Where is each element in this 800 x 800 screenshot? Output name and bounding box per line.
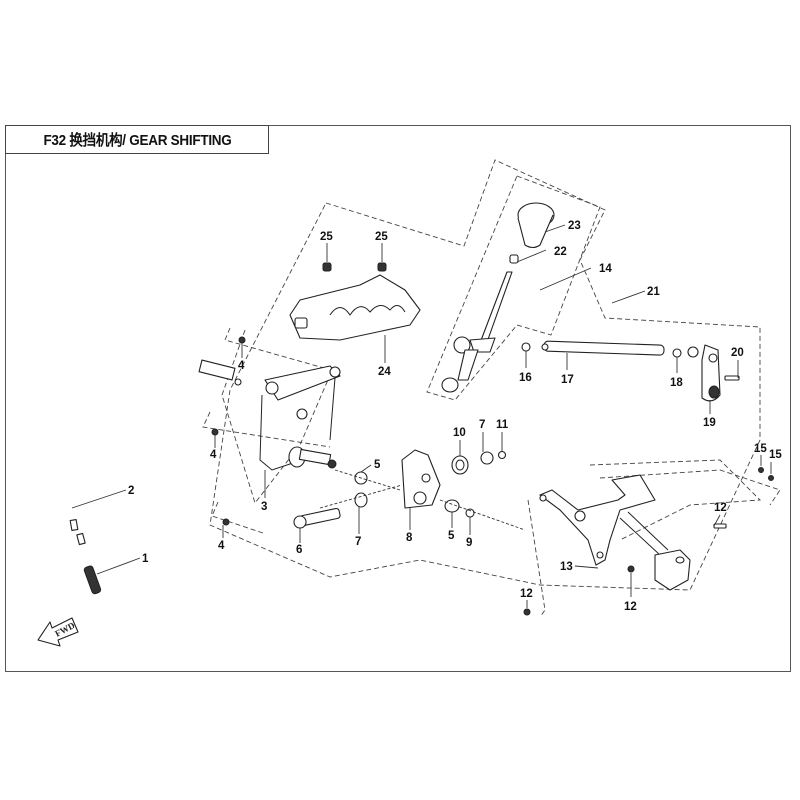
callout-23: 23 bbox=[568, 220, 581, 232]
callout-8: 8 bbox=[406, 532, 413, 544]
group-outline-14 bbox=[426, 175, 601, 401]
page-title: F32 换挡机构/ GEAR SHIFTING bbox=[42, 132, 232, 149]
callouts: 1 2 3 4 4 4 5 5 6 7 7 8 9 10 11 12 12 12… bbox=[128, 220, 782, 613]
shift-cable bbox=[65, 359, 242, 546]
callout-10: 10 bbox=[453, 427, 466, 439]
page-title-box: F32 换挡机构/ GEAR SHIFTING bbox=[5, 125, 269, 154]
callout-12b: 12 bbox=[520, 588, 533, 600]
callout-9: 9 bbox=[466, 537, 472, 549]
callout-16: 16 bbox=[519, 372, 532, 384]
callout-13: 13 bbox=[560, 561, 573, 573]
callout-4a: 4 bbox=[238, 360, 245, 372]
knob-adapter bbox=[509, 254, 519, 264]
bolt-12c bbox=[627, 565, 635, 573]
callout-5b: 5 bbox=[448, 530, 455, 542]
callout-15b: 15 bbox=[769, 449, 782, 461]
nut-16 bbox=[521, 342, 531, 352]
shift-bracket-assembly bbox=[259, 365, 341, 471]
callout-12c: 12 bbox=[624, 601, 637, 613]
callout-11: 11 bbox=[496, 419, 509, 431]
shift-gate-cover bbox=[289, 274, 421, 341]
callout-19: 19 bbox=[703, 417, 716, 429]
assembly-axis-line bbox=[439, 499, 526, 531]
pin-6 bbox=[293, 507, 341, 529]
callout-15a: 15 bbox=[754, 443, 767, 455]
group-outline-15 bbox=[599, 469, 781, 506]
pivot-block bbox=[619, 511, 691, 591]
assembly-axis-line bbox=[319, 484, 403, 509]
callout-25b: 25 bbox=[375, 231, 388, 243]
callout-20: 20 bbox=[731, 347, 744, 359]
callout-25a: 25 bbox=[320, 231, 333, 243]
callout-3: 3 bbox=[261, 501, 267, 513]
group-outline-3 bbox=[221, 329, 331, 504]
group-outline-13 bbox=[589, 459, 762, 541]
callout-1: 1 bbox=[142, 553, 149, 565]
bolt-12b bbox=[523, 608, 531, 616]
shift-knob bbox=[517, 202, 555, 249]
callout-4b: 4 bbox=[210, 449, 217, 461]
leader-lines bbox=[71, 224, 772, 608]
bolt-4a bbox=[238, 336, 246, 344]
fwd-direction-indicator[interactable]: FWD bbox=[37, 617, 79, 647]
shift-arm bbox=[687, 344, 721, 402]
callout-24: 24 bbox=[378, 366, 391, 378]
shift-lever bbox=[441, 271, 513, 393]
bolt-4c bbox=[222, 518, 230, 526]
callout-17: 17 bbox=[561, 374, 574, 386]
bolt-20 bbox=[724, 375, 740, 381]
nut-15b bbox=[768, 475, 774, 481]
callout-7a: 7 bbox=[355, 536, 361, 548]
bolt-bracket-4b bbox=[202, 411, 331, 448]
diagram-frame bbox=[5, 125, 791, 672]
assembly-axis-line bbox=[334, 469, 401, 491]
mounting-bracket bbox=[539, 474, 656, 566]
bolt-12a bbox=[713, 523, 727, 529]
callout-7b: 7 bbox=[479, 419, 485, 431]
callout-2: 2 bbox=[128, 485, 134, 497]
bushing-7a bbox=[354, 492, 368, 508]
nut-18 bbox=[672, 348, 682, 358]
bolt-bracket-4a bbox=[224, 327, 339, 373]
callout-12a: 12 bbox=[714, 502, 727, 514]
shift-rod bbox=[541, 340, 665, 356]
callout-18: 18 bbox=[670, 377, 683, 389]
callout-6: 6 bbox=[296, 544, 302, 556]
bolt-bracket-4c bbox=[211, 501, 264, 534]
screw-25b bbox=[377, 262, 387, 272]
shift-plate bbox=[401, 449, 441, 509]
bolt-4b bbox=[211, 428, 219, 436]
screw-25a bbox=[322, 262, 332, 272]
torsion-spring bbox=[451, 455, 469, 475]
spring bbox=[83, 565, 102, 595]
nut-15a bbox=[758, 467, 764, 473]
group-outline-21 bbox=[209, 159, 761, 591]
callout-21: 21 bbox=[647, 286, 660, 298]
bushing-7b bbox=[480, 451, 494, 465]
callout-22: 22 bbox=[554, 246, 567, 258]
arrow-left-down-icon bbox=[37, 617, 79, 647]
washer-11 bbox=[497, 450, 507, 460]
callout-14: 14 bbox=[599, 263, 612, 275]
callout-4c: 4 bbox=[218, 540, 225, 552]
callout-5a: 5 bbox=[374, 459, 381, 471]
